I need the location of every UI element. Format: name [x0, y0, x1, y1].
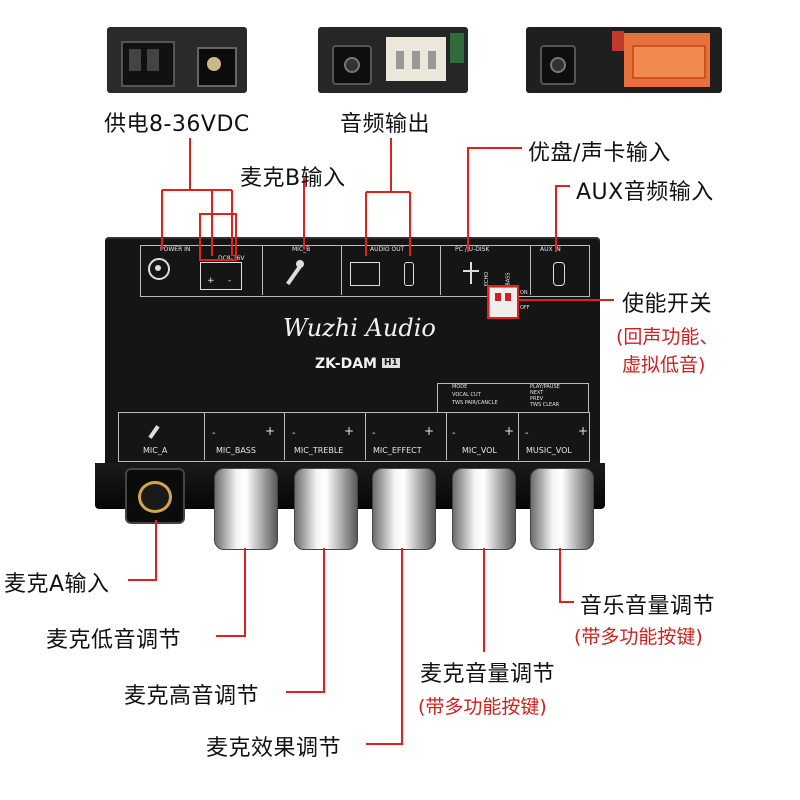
knob-label-mic-treble: MIC_TREBLE: [294, 446, 344, 455]
line-mic-bass: [216, 548, 246, 637]
aux-jack-icon: [553, 262, 565, 286]
brand-logo: Wuzhi Audio: [283, 314, 436, 342]
treble-minus: -: [292, 428, 296, 439]
line-music-vol: [559, 548, 574, 603]
legend-play-pause: PLAY/PAUSE: [530, 384, 560, 390]
switch-label-off: OFF: [520, 305, 530, 311]
note-enable-1: (回声功能、: [616, 326, 719, 348]
knob-label-mic-a: MIC_A: [143, 446, 168, 455]
knob-mic-bass[interactable]: [214, 468, 278, 550]
power-jack-photo: [107, 27, 247, 93]
power-jack-icon: [148, 258, 170, 280]
legend-vocal-cut: VOCAL CUT: [452, 392, 481, 398]
bass-minus: -: [212, 428, 216, 439]
callout-mic-treble: 麦克高音调节: [124, 684, 260, 709]
musicvol-minus: -: [525, 428, 529, 439]
label-audio-out: AUDIO OUT: [370, 246, 405, 253]
musicvol-plus: +: [578, 424, 589, 438]
effect-plus: +: [424, 424, 435, 438]
power-terminal-icon: [200, 262, 242, 290]
legend-prev: PREV: [530, 396, 544, 402]
line-aux: [555, 185, 570, 252]
effect-minus: -: [372, 428, 376, 439]
micvol-minus: -: [452, 428, 456, 439]
micvol-plus: +: [504, 424, 515, 438]
line-mic-effect: [366, 548, 403, 745]
treble-plus: +: [344, 424, 355, 438]
note-music-vol: (带多功能按键): [574, 626, 703, 648]
switch-label-on: ON: [520, 290, 528, 296]
line-mic-a: [128, 520, 157, 581]
callout-mic-a-in: 麦克A输入: [4, 572, 110, 597]
callout-aux-in: AUX音频输入: [576, 180, 714, 205]
note-mic-vol: (带多功能按键): [418, 696, 547, 718]
knob-label-mic-effect: MIC_EFFECT: [373, 446, 422, 455]
callout-music-vol: 音乐音量调节: [580, 594, 716, 619]
callout-mic-bass: 麦克低音调节: [46, 628, 182, 653]
speaker-terminal-icon: [350, 262, 380, 286]
callout-power: 供电8-36VDC: [104, 112, 250, 137]
label-power-in: POWER IN: [160, 246, 191, 253]
knob-label-music-vol: MUSIC_VOL: [526, 446, 572, 455]
power-plus-mark: +: [207, 276, 215, 286]
callout-usb-in: 优盘/声卡输入: [528, 141, 671, 166]
legend-next: NEXT: [530, 390, 544, 396]
knob-label-mic-bass: MIC_BASS: [216, 446, 256, 455]
line-mic-treble: [286, 548, 325, 693]
model-badge: H1: [382, 358, 400, 368]
box-switch: [487, 285, 519, 319]
bottom-label-strip: [118, 412, 590, 462]
usb-aux-photo: [526, 27, 722, 93]
callout-mic-vol: 麦克音量调节: [420, 662, 556, 687]
usb-icon: [470, 262, 472, 284]
label-pc-udisk: PC / U-DISK: [455, 246, 490, 253]
knob-mic-treble[interactable]: [294, 468, 358, 550]
audio-out-photo: [318, 27, 468, 93]
legend-tws-clear: TWS CLEAR: [530, 402, 560, 408]
model-name: ZK-DAM: [315, 356, 377, 372]
knob-music-vol[interactable]: [530, 468, 594, 550]
callout-enable-switch: 使能开关: [622, 292, 713, 317]
bass-plus: +: [265, 424, 276, 438]
box-power: [199, 213, 237, 261]
callout-audio-out: 音频输出: [340, 112, 431, 137]
knob-mic-effect[interactable]: [372, 468, 436, 550]
jack-icon: [404, 262, 414, 286]
label-aux-in: AUX IN: [540, 246, 561, 253]
legend-tws-pair: TWS PAIR/CANCLE: [452, 400, 498, 406]
label-mic-b: MIC_B: [292, 246, 311, 253]
knob-label-mic-vol: MIC_VOL: [462, 446, 497, 455]
line-usb: [467, 147, 522, 252]
legend-mode: MODE: [452, 384, 468, 390]
power-minus-mark: -: [228, 276, 232, 286]
note-enable-2: 虚拟低音): [622, 354, 706, 376]
callout-mic-effect: 麦克效果调节: [206, 736, 342, 761]
callout-mic-b-in: 麦克B输入: [240, 166, 346, 191]
power-voltage-mark: DC8-36V: [218, 255, 245, 262]
